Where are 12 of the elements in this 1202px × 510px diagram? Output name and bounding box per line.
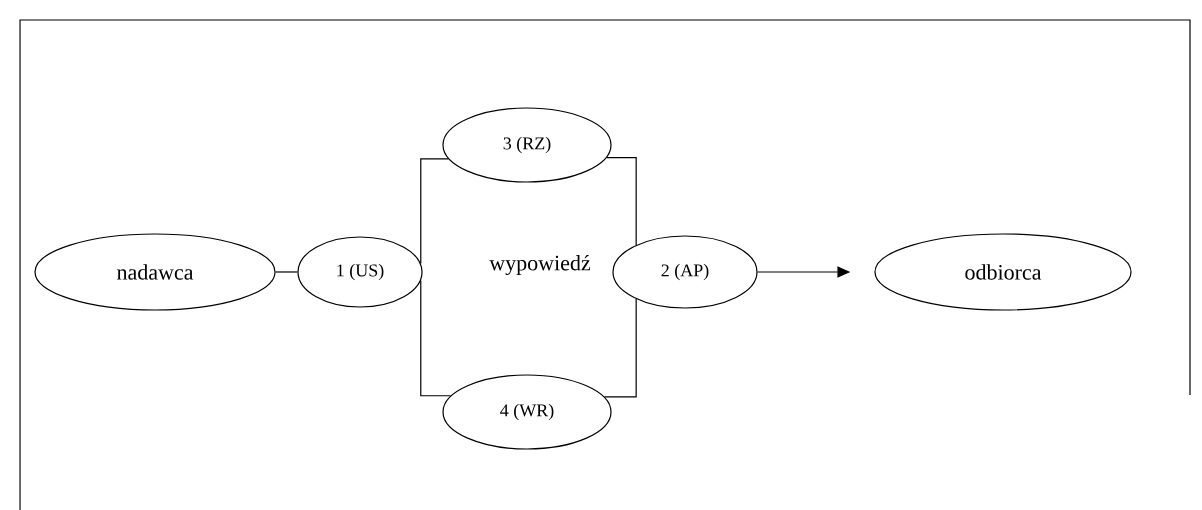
connector [420,158,449,265]
ellipse-node: 4 (WR) [442,374,612,450]
connector [275,271,298,273]
connector [420,279,452,397]
ellipse-node: odbiorca [874,233,1132,311]
connector [606,157,637,246]
connector [603,298,637,398]
ellipse-node: 1 (US) [297,236,423,308]
text-label: wypowiedź [489,254,591,275]
ellipse-node: 2 (AP) [612,235,758,309]
ellipse-node: nadawca [34,233,276,311]
ellipse-node: 3 (RZ) [442,107,612,183]
